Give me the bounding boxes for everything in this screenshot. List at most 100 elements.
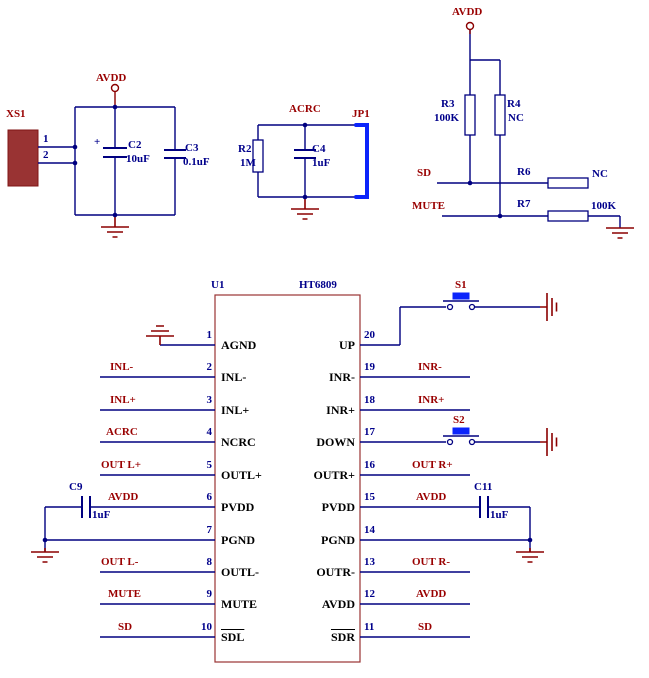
- wires-ic-left: [44, 344, 215, 638]
- ground-icon-c4: [291, 197, 319, 220]
- r3-value: 100K: [434, 112, 460, 124]
- net-label-mute-top: MUTE: [412, 200, 445, 212]
- resistor-r3-body: [464, 94, 476, 136]
- net-label-inl-minus: INL-: [110, 361, 134, 373]
- capacitor-c11: [479, 496, 489, 518]
- capacitors: [81, 147, 489, 518]
- net-label-sd-top: SD: [417, 167, 432, 179]
- switch-s1: [443, 292, 479, 311]
- net-label-mute: MUTE: [108, 588, 141, 600]
- r6-value: NC: [592, 168, 608, 180]
- pin-name-mute: MUTE: [221, 597, 257, 611]
- resistor-r7-body: [547, 210, 589, 222]
- r2-value: 1M: [240, 157, 256, 169]
- net-label-outl-minus: OUT L-: [101, 556, 139, 568]
- pin-name-inr-minus: INR-: [329, 370, 355, 384]
- resistor-r2-body: [252, 139, 264, 173]
- xs1-pin1-number: 1: [43, 133, 49, 145]
- resistors: [252, 94, 589, 222]
- pin-name-outl-minus: OUTL-: [221, 565, 260, 579]
- r2-ref: R2: [238, 143, 252, 155]
- net-label-avdd-2: AVDD: [452, 6, 483, 18]
- r4-value: NC: [508, 112, 524, 124]
- pin-number-5: 5: [206, 459, 213, 471]
- r6-ref: R6: [517, 166, 531, 178]
- pin-name-down: DOWN: [316, 435, 355, 449]
- wires-top-left: [38, 106, 176, 216]
- pin-name-pgnd-r: PGND: [321, 533, 355, 547]
- c9-value: 1uF: [92, 509, 111, 521]
- switch-s2: [443, 427, 479, 446]
- net-label-acrc-top: ACRC: [289, 103, 321, 115]
- net-label-avdd-pin12: AVDD: [416, 588, 447, 600]
- pin-number-16: 16: [364, 459, 375, 471]
- r4-ref: R4: [507, 98, 521, 110]
- pin-number-11: 11: [364, 621, 375, 633]
- wires-top-middle: [257, 124, 356, 198]
- pin-name-avdd: AVDD: [321, 597, 355, 611]
- pin-number-10: 10: [201, 621, 212, 633]
- pin-number-12: 12: [364, 588, 375, 600]
- c9-ref: C9: [69, 481, 83, 493]
- pin-name-inl-plus: INL+: [221, 403, 250, 417]
- resistor-r4-body: [494, 94, 506, 136]
- r7-ref: R7: [517, 198, 531, 210]
- ground-icon-agnd: [146, 325, 174, 345]
- capacitor-c2: [103, 147, 127, 158]
- ground-icon-c11: [516, 548, 544, 563]
- pin-number-17: 17: [364, 426, 375, 438]
- ground-icon-r7: [606, 227, 634, 239]
- pin-number-3: 3: [206, 394, 213, 406]
- net-label-avdd-pvddl: AVDD: [108, 491, 139, 503]
- ground-symbols: [31, 197, 634, 563]
- xs1-pin2-number: 2: [43, 149, 49, 161]
- pin-number-19: 19: [364, 361, 375, 373]
- pin-name-outr-minus: OUTR-: [316, 565, 355, 579]
- jumper-jp1-bracket: [354, 123, 369, 199]
- wires-ic-right: [360, 306, 540, 638]
- c4-ref: C4: [312, 143, 326, 155]
- pin-name-agnd: AGND: [221, 338, 257, 352]
- net-label-inr-plus: INR+: [418, 394, 445, 406]
- pin-number-15: 15: [364, 491, 375, 503]
- pin-name-ncrc: NCRC: [221, 435, 256, 449]
- c2-ref: C2: [128, 139, 142, 151]
- wires-top-right: [437, 30, 621, 228]
- net-label-outl-plus: OUT L+: [101, 459, 141, 471]
- c4-value: 1uF: [312, 157, 331, 169]
- s1-ref: S1: [455, 279, 467, 291]
- pin-name-pvdd-r: PVDD: [321, 500, 355, 514]
- capacitor-c4: [294, 149, 316, 159]
- pin-number-8: 8: [206, 556, 213, 568]
- pin-number-6: 6: [206, 491, 213, 503]
- c3-ref: C3: [185, 142, 199, 154]
- ic-part-number: HT6809: [299, 279, 337, 291]
- switch-s1-cap: [452, 292, 470, 300]
- pin-name-sdl: SDL: [221, 630, 245, 644]
- connector-xs1-body: [7, 129, 39, 187]
- pin-name-inl-minus: INL-: [221, 370, 247, 384]
- pin-name-up: UP: [339, 338, 355, 352]
- pin-name-outr-plus: OUTR+: [313, 468, 355, 482]
- capacitor-c9: [81, 496, 91, 518]
- pin-number-20: 20: [364, 329, 375, 341]
- pin-number-2: 2: [206, 361, 213, 373]
- power-port-avdd-2: [465, 21, 475, 34]
- pin-number-1: 1: [206, 329, 213, 341]
- net-label-avdd-1: AVDD: [96, 72, 127, 84]
- pin-name-sdr: SDR: [330, 630, 355, 644]
- pin-number-18: 18: [364, 394, 375, 406]
- pin-name-inr-plus: INR+: [326, 403, 355, 417]
- net-label-inr-minus: INR-: [418, 361, 442, 373]
- c2-polarity-sign: +: [94, 136, 101, 148]
- pin-number-7: 7: [206, 524, 213, 536]
- ic-ref: U1: [211, 279, 225, 291]
- ground-icon-c2: [101, 215, 129, 238]
- pin-name-outl-plus: OUTL+: [221, 468, 262, 482]
- pin-number-14: 14: [364, 524, 375, 536]
- power-ports: [110, 21, 475, 107]
- resistor-r6-body: [547, 177, 589, 189]
- capacitor-c3: [164, 149, 186, 159]
